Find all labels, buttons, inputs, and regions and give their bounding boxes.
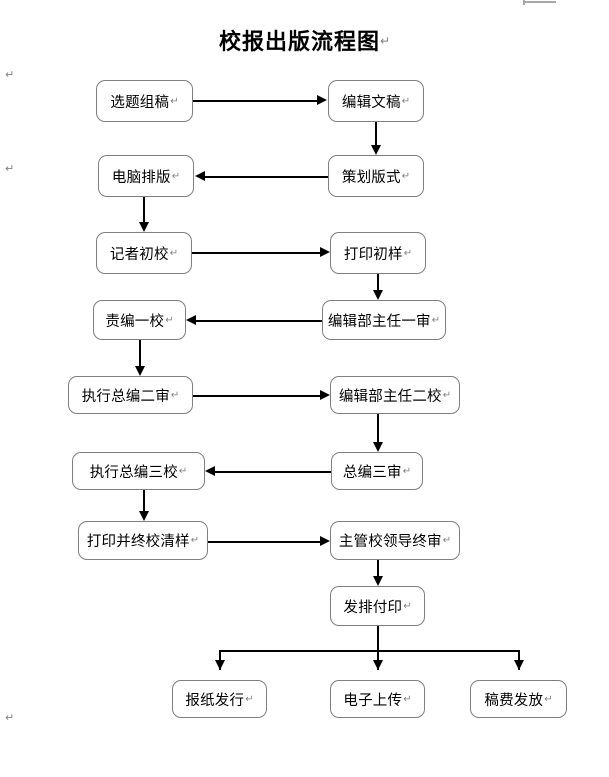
arrow-down-icon	[139, 222, 149, 232]
arrow-down-icon	[135, 366, 145, 376]
pilcrow-icon: ↵	[431, 314, 441, 326]
pilcrow-icon: ↵	[379, 34, 391, 48]
arrow-down-icon	[373, 442, 383, 452]
pilcrow-icon: ↵	[5, 68, 15, 81]
arrow-down-icon	[373, 660, 383, 670]
pilcrow-icon: ↵	[178, 465, 188, 477]
node-label: 责编一校	[105, 313, 165, 330]
node-label: 电子上传	[343, 692, 403, 709]
edge-line	[143, 197, 145, 222]
flow-node-zhuguanxiaolingdaozhongshen[interactable]: 主管校领导终审↵	[330, 521, 460, 560]
arrow-right-icon	[320, 247, 330, 257]
node-label: 编辑部主任一审	[327, 313, 431, 330]
arrow-down-icon	[373, 290, 383, 300]
pilcrow-icon: ↵	[403, 600, 412, 612]
pilcrow-icon: ↵	[5, 711, 15, 724]
flow-node-dayinchuyang[interactable]: 打印初样↵	[330, 232, 426, 274]
node-label: 主管校领导终审	[338, 534, 442, 550]
pilcrow-icon: ↵	[190, 535, 200, 546]
pilcrow-icon: ↵	[401, 95, 411, 107]
edge-line	[139, 340, 141, 366]
edge-bus-line	[219, 650, 519, 652]
node-label: 报纸发行	[185, 692, 245, 709]
pilcrow-icon: ↵	[170, 95, 179, 107]
flow-node-dianzishangchuan[interactable]: 电子上传↵	[330, 680, 425, 718]
top-rule-tick-decoration	[523, 0, 525, 5]
flow-node-zhixingzongbiansanxiao[interactable]: 执行总编三校↵	[72, 452, 205, 490]
arrow-down-icon	[215, 660, 225, 670]
flow-node-diannaopaiban[interactable]: 电脑排版↵	[98, 155, 194, 197]
edge-line	[215, 471, 331, 473]
node-label: 稿费发放	[484, 692, 544, 709]
arrow-down-icon	[514, 660, 524, 670]
flow-node-bianjiwengao[interactable]: 编辑文稿↵	[328, 80, 424, 122]
top-rule-decoration	[523, 1, 556, 3]
flow-node-faipaifuyin[interactable]: 发排付印↵	[330, 586, 425, 626]
pilcrow-icon: ↵	[403, 693, 412, 705]
arrow-left-icon	[205, 466, 215, 476]
pilcrow-icon: ↵	[402, 465, 412, 477]
node-label: 策划版式	[341, 169, 401, 186]
flow-node-xuantizugao[interactable]: 选题组稿↵	[96, 80, 193, 122]
node-label: 打印并终校清样	[86, 534, 190, 550]
edge-line	[193, 395, 320, 397]
edge-line	[143, 490, 145, 511]
node-label: 执行总编二审	[81, 388, 170, 405]
node-label: 选题组稿	[110, 94, 170, 111]
flow-node-bianjibuzhurenyishen[interactable]: 编辑部主任一审↵	[322, 300, 446, 340]
pilcrow-icon: ↵	[245, 693, 254, 705]
pilcrow-icon: ↵	[442, 389, 452, 401]
pilcrow-icon: ↵	[169, 247, 179, 259]
pilcrow-icon: ↵	[442, 535, 452, 546]
node-label: 记者初校	[109, 246, 169, 263]
pilcrow-icon: ↵	[171, 170, 181, 182]
edge-line	[377, 414, 379, 442]
arrow-right-icon	[320, 536, 330, 546]
flow-node-bianjibuzhurenerxiao[interactable]: 编辑部主任二校↵	[330, 376, 460, 414]
node-label: 编辑文稿	[341, 94, 401, 111]
arrow-right-icon	[317, 95, 327, 105]
arrow-left-icon	[186, 315, 196, 325]
flow-node-zebianyixiao[interactable]: 责编一校↵	[93, 300, 186, 340]
node-label: 执行总编三校	[89, 464, 178, 481]
node-label: 发排付印	[343, 599, 403, 616]
page-title-text: 校报出版流程图	[218, 30, 380, 55]
node-label: 总编三审	[342, 464, 402, 481]
arrow-down-icon	[139, 511, 149, 521]
pilcrow-icon: ↵	[403, 247, 413, 259]
flow-node-gaofeifafang[interactable]: 稿费发放↵	[470, 680, 567, 718]
edge-line	[208, 541, 320, 543]
pilcrow-icon: ↵	[165, 314, 174, 326]
flow-node-dayinbingzhongxiaoqingyang[interactable]: 打印并终校清样↵	[78, 521, 208, 560]
edge-line	[205, 176, 328, 178]
node-label: 电脑排版	[111, 169, 171, 186]
pilcrow-icon: ↵	[544, 693, 553, 705]
pilcrow-icon: ↵	[5, 162, 15, 175]
edge-line	[377, 626, 379, 670]
page-title: 校报出版流程图↵	[0, 24, 609, 56]
arrow-down-icon	[371, 145, 381, 155]
pilcrow-icon: ↵	[401, 170, 411, 182]
node-label: 编辑部主任二校	[338, 388, 442, 405]
flow-node-jizhechuxiao[interactable]: 记者初校↵	[96, 232, 192, 274]
edge-line	[375, 122, 377, 145]
edge-line	[192, 252, 320, 254]
flow-node-zhixingzongbianershen[interactable]: 执行总编二审↵	[68, 376, 193, 414]
arrow-left-icon	[195, 171, 205, 181]
flow-node-baozhifaxing[interactable]: 报纸发行↵	[172, 680, 267, 718]
pilcrow-icon: ↵	[170, 389, 180, 401]
node-label: 打印初样	[343, 246, 403, 263]
arrow-down-icon	[373, 576, 383, 586]
edge-line	[196, 320, 322, 322]
flow-node-cehuabanshi[interactable]: 策划版式↵	[328, 155, 424, 197]
flow-node-zongbiansanshen[interactable]: 总编三审↵	[331, 452, 423, 490]
edge-line	[193, 100, 317, 102]
edge-line	[377, 560, 379, 576]
arrow-right-icon	[320, 390, 330, 400]
edge-line	[377, 274, 379, 290]
